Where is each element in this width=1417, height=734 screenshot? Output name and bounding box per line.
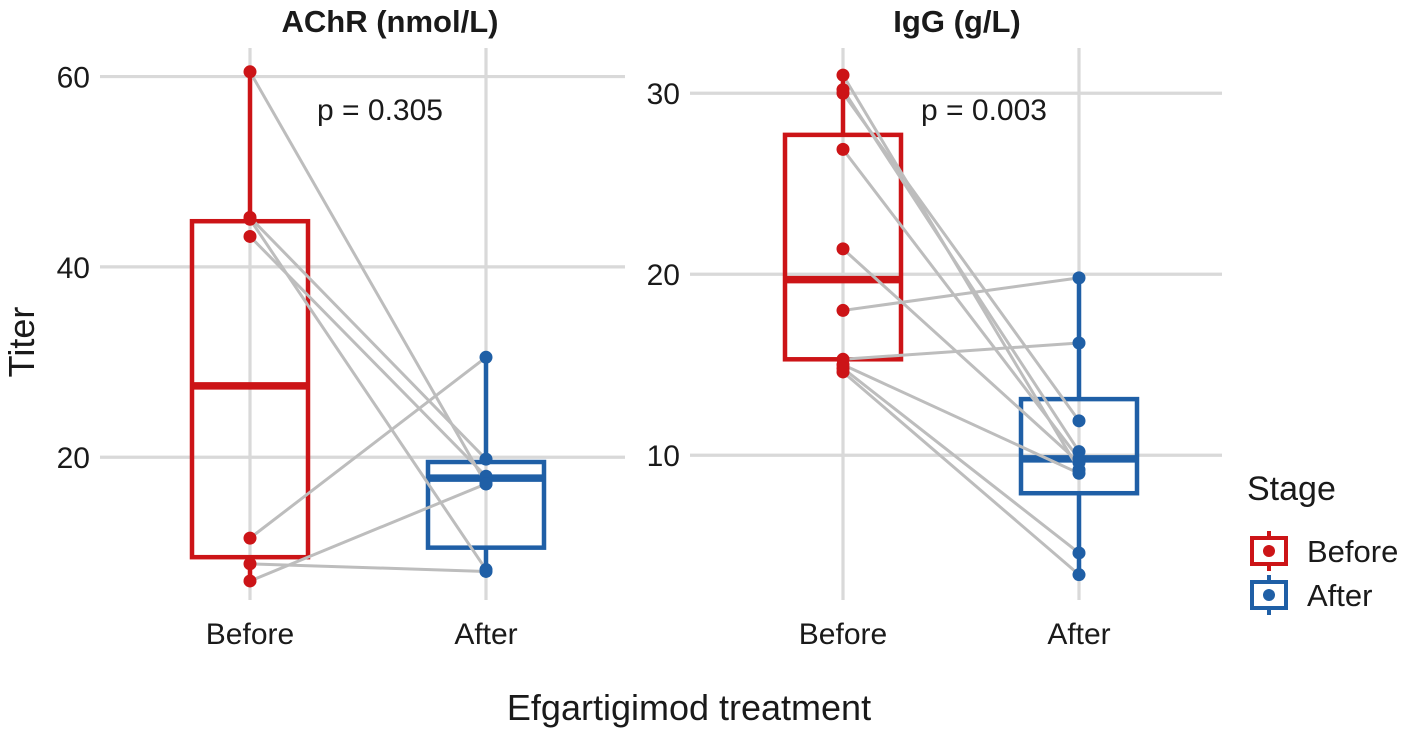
point-before	[243, 574, 257, 588]
panel-title: IgG (g/L)	[893, 4, 1020, 39]
pair-line	[842, 276, 1080, 312]
pair-line	[842, 363, 1080, 475]
point-after	[1072, 455, 1086, 469]
legend-item-after: After	[1250, 575, 1372, 615]
y-tick-label: 20	[57, 442, 90, 475]
x-axis-title: Efgartigimod treatment	[507, 687, 871, 728]
legend-title: Stage	[1247, 470, 1336, 508]
pair-line	[249, 482, 487, 583]
point-before	[243, 65, 257, 79]
point-before	[243, 557, 257, 571]
point-after	[1072, 414, 1086, 428]
y-tick-label: 30	[647, 78, 680, 111]
legend-key-point	[1263, 545, 1275, 557]
pair-line	[248, 216, 488, 461]
pair-line	[841, 247, 1081, 464]
paired-lines	[841, 74, 1081, 576]
point-before	[836, 242, 850, 256]
data-points	[243, 65, 493, 588]
y-tick-label: 60	[57, 62, 90, 95]
point-before	[836, 365, 850, 379]
legend-key-box	[1250, 536, 1288, 566]
legend-key-point	[1263, 589, 1275, 601]
x-tick-label: After	[454, 618, 517, 651]
panel-title: AChR (nmol/L)	[282, 4, 499, 39]
pair-line	[249, 356, 487, 540]
legend-label: Before	[1307, 534, 1398, 569]
point-after	[1072, 546, 1086, 560]
p-value-annotation: p = 0.003	[921, 94, 1047, 127]
point-after	[479, 350, 493, 364]
x-tick-label: After	[1047, 618, 1110, 651]
pair-line	[248, 71, 488, 485]
y-tick-label: 20	[647, 259, 680, 292]
pair-line	[841, 148, 1081, 460]
point-after	[479, 477, 493, 491]
point-before	[243, 212, 257, 226]
point-before	[243, 531, 257, 545]
pair-line	[842, 370, 1080, 576]
point-after	[479, 564, 493, 578]
y-tick-label: 10	[647, 440, 680, 473]
point-before	[836, 83, 850, 97]
point-before	[836, 142, 850, 156]
pair-line	[842, 367, 1080, 555]
legend-item-before: Before	[1250, 531, 1398, 571]
p-value-annotation: p = 0.305	[317, 94, 443, 127]
point-before	[836, 68, 850, 82]
point-after	[1072, 271, 1086, 285]
point-before	[836, 303, 850, 317]
pair-line	[842, 341, 1080, 361]
x-tick-label: Before	[206, 618, 294, 651]
point-before	[243, 229, 257, 243]
paired-lines	[248, 71, 488, 583]
pair-line	[841, 88, 1081, 453]
y-tick-label: 40	[57, 252, 90, 285]
pair-line	[248, 218, 488, 571]
point-after	[1072, 568, 1086, 582]
x-tick-label: Before	[799, 618, 887, 651]
point-after	[1072, 466, 1086, 480]
legend-label: After	[1307, 578, 1372, 613]
point-after	[1072, 336, 1086, 350]
point-after	[479, 452, 493, 466]
data-points	[836, 68, 1086, 582]
y-axis-title: Titer	[1, 307, 42, 378]
